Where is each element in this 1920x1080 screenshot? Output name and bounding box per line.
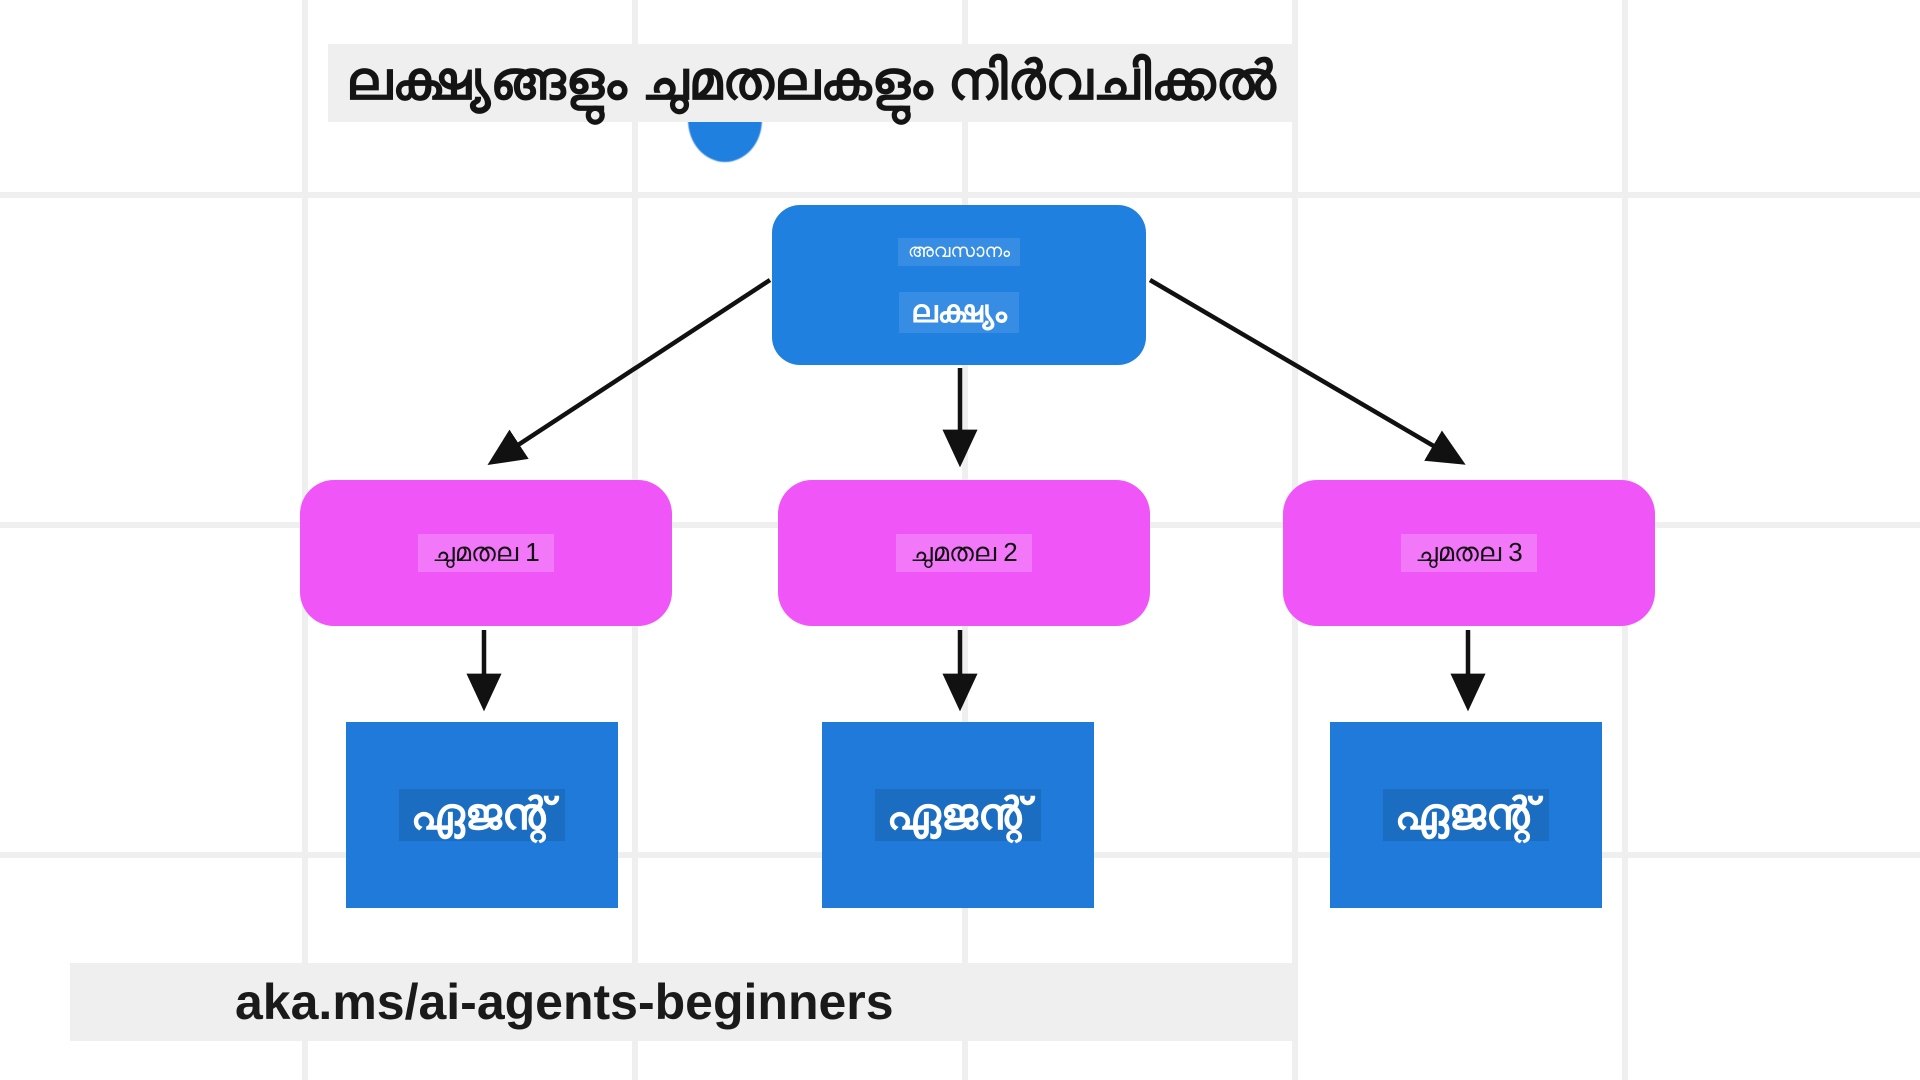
node-agent-3-label: ഏജന്റ് <box>1382 788 1550 842</box>
node-goal-label: ലക്ഷ്യം <box>899 291 1019 333</box>
footer-url-band: aka.ms/ai-agents-beginners <box>70 963 1295 1041</box>
node-goal-subtitle: അവസാനം <box>897 237 1021 266</box>
node-task-3[interactable]: ചുമതല 3 <box>1283 480 1655 626</box>
node-task-2[interactable]: ചുമതല 2 <box>778 480 1150 626</box>
node-agent-1-label: ഏജന്റ് <box>398 788 566 842</box>
node-task-1[interactable]: ചുമതല 1 <box>300 480 672 626</box>
footer-url-text[interactable]: aka.ms/ai-agents-beginners <box>235 974 894 1030</box>
node-agent-1[interactable]: ഏജന്റ് <box>346 722 618 908</box>
node-task-2-label: ചുമതല 2 <box>896 534 1032 572</box>
node-task-1-label: ചുമതല 1 <box>418 534 554 572</box>
page-title: ലക്ഷ്യങ്ങളും ചുമതലകളും നിർവചിക്കൽ <box>328 44 1294 123</box>
node-goal[interactable]: അവസാനം ലക്ഷ്യം <box>772 205 1146 365</box>
page-title-text: ലക്ഷ്യങ്ങളും ചുമതലകളും നിർവചിക്കൽ <box>346 51 1276 111</box>
node-task-3-label: ചുമതല 3 <box>1401 534 1537 572</box>
node-agent-2-label: ഏജന്റ് <box>874 788 1042 842</box>
edge-goal-to-task-1 <box>487 278 772 465</box>
node-agent-3[interactable]: ഏജന്റ് <box>1330 722 1602 908</box>
edge-goal-to-task-3 <box>1148 278 1466 465</box>
node-agent-2[interactable]: ഏജന്റ് <box>822 722 1094 908</box>
